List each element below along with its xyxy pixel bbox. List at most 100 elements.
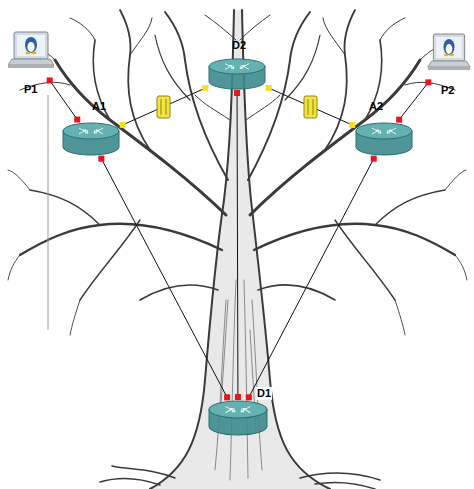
firewall-symbol — [308, 99, 309, 115]
firewall-symbol — [157, 96, 170, 118]
node-label: A1 — [91, 100, 107, 113]
laptop-icon — [428, 61, 470, 67]
tree-drawing — [140, 285, 218, 300]
laptop-icon — [32, 52, 37, 55]
router-node: A2 — [355, 122, 413, 156]
firewall-symbol — [304, 96, 317, 118]
port-marker — [246, 394, 252, 400]
port-marker — [224, 394, 230, 400]
laptop-node: P2 — [426, 32, 472, 80]
router-node: D2 — [208, 58, 266, 90]
node-label: D1 — [256, 387, 272, 400]
tree-drawing — [254, 224, 455, 255]
router-icon — [225, 64, 249, 70]
port-marker — [235, 394, 241, 400]
tree-drawing — [8, 10, 467, 489]
laptop-icon — [433, 34, 464, 61]
network-link — [120, 87, 208, 126]
laptop-icon — [446, 44, 453, 54]
tree-drawing — [285, 35, 320, 100]
network-link — [397, 80, 430, 122]
network-link — [266, 87, 355, 126]
tree-drawing — [375, 190, 445, 225]
laptop-icon — [25, 37, 37, 53]
router-icon — [226, 406, 251, 412]
network-link — [48, 78, 79, 122]
network-link — [237, 90, 239, 400]
tree-drawing — [20, 224, 222, 255]
laptop-icon — [443, 39, 454, 55]
laptop-icon — [27, 42, 34, 52]
network-link — [247, 156, 375, 400]
tree-drawing — [55, 60, 226, 215]
laptop-icon — [8, 65, 54, 68]
laptop-icon — [449, 54, 454, 57]
node-label: D2 — [231, 39, 247, 52]
tree-drawing — [30, 190, 100, 225]
port-marker — [349, 122, 355, 128]
router-icon — [372, 128, 396, 134]
node-label: P1 — [23, 83, 38, 96]
router-icon — [209, 401, 267, 418]
tree-drawing — [80, 220, 140, 300]
tree-drawing — [100, 466, 380, 489]
tree-drawing — [150, 10, 330, 489]
port-marker — [396, 117, 402, 123]
port-marker — [425, 79, 431, 85]
router-icon — [356, 123, 412, 139]
router-icon — [79, 128, 103, 134]
firewall-symbol — [161, 99, 162, 115]
firewall-symbol — [313, 99, 314, 115]
tree-drawing — [120, 10, 150, 150]
port-marker — [234, 90, 240, 96]
port-marker — [74, 117, 80, 123]
node-label: P2 — [440, 84, 455, 97]
tree-drawing — [335, 220, 395, 300]
laptop-icon — [436, 37, 462, 58]
laptop-icon — [428, 67, 470, 70]
tree-drawing — [250, 60, 420, 215]
laptop-node: P1 — [6, 30, 56, 78]
router-icon — [209, 59, 265, 74]
firewall-symbol — [166, 99, 167, 115]
port-marker — [266, 85, 272, 91]
port-marker — [202, 85, 208, 91]
network-link — [48, 78, 79, 122]
network-link — [120, 87, 208, 126]
tree-drawing — [258, 285, 335, 300]
network-link — [100, 156, 229, 400]
network-link — [100, 156, 229, 400]
laptop-icon — [26, 52, 31, 55]
router-icon — [63, 123, 119, 139]
router-icon — [208, 400, 268, 436]
laptop-icon — [8, 59, 54, 65]
tree-drawing — [155, 35, 190, 100]
laptop-icon — [444, 54, 449, 57]
port-marker — [120, 122, 126, 128]
node-label: A2 — [368, 100, 384, 113]
network-link — [397, 80, 430, 122]
router-node: A1 — [62, 122, 120, 156]
firewall-symbol — [304, 96, 317, 118]
router-icon — [355, 122, 413, 156]
laptop-icon — [426, 32, 472, 80]
firewall-symbol — [157, 96, 170, 118]
port-marker — [98, 156, 104, 162]
laptop-icon — [6, 30, 56, 78]
router-icon — [62, 122, 120, 156]
router-node: D1 — [208, 400, 268, 436]
tree-drawing — [325, 10, 355, 150]
router-icon — [208, 58, 266, 90]
port-marker — [47, 77, 53, 83]
edge-rule — [48, 95, 49, 330]
port-marker — [371, 156, 377, 162]
tree-drawing — [395, 170, 467, 335]
network-link — [266, 87, 355, 126]
laptop-icon — [14, 32, 48, 59]
network-link — [247, 156, 375, 400]
tree-drawing — [215, 280, 262, 480]
network-link — [237, 90, 239, 400]
laptop-icon — [17, 35, 45, 56]
tree-drawing — [8, 170, 80, 335]
